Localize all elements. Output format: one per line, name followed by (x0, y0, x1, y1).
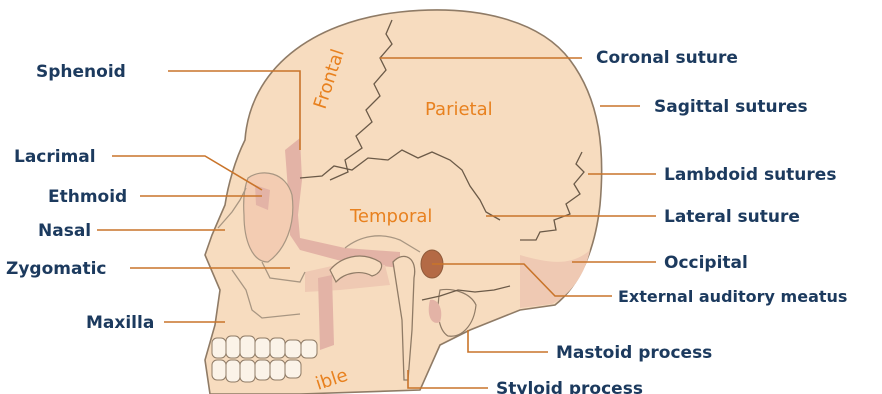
label-mastoid-process: Mastoid process (556, 343, 712, 363)
label-lacrimal: Lacrimal (14, 147, 96, 167)
label-sphenoid: Sphenoid (36, 62, 126, 82)
leader-mastoid (468, 330, 548, 352)
label-occipital: Occipital (664, 253, 748, 273)
bone-label-parietal: Parietal (425, 99, 493, 120)
label-ethmoid: Ethmoid (48, 187, 127, 207)
label-sagittal-sutures: Sagittal sutures (654, 97, 808, 117)
label-coronal-suture: Coronal suture (596, 48, 738, 68)
label-styloid-process: Styloid process (496, 379, 643, 394)
label-maxilla: Maxilla (86, 313, 154, 333)
mandible-ramus-shade (318, 275, 334, 350)
label-lambdoid-sutures: Lambdoid sutures (664, 165, 836, 185)
label-lateral-suture: Lateral suture (664, 207, 800, 227)
bone-label-temporal: Temporal (349, 206, 432, 227)
label-zygomatic: Zygomatic (6, 259, 106, 279)
label-nasal: Nasal (38, 221, 91, 241)
label-external-auditory-meatus: External auditory meatus (618, 287, 847, 306)
